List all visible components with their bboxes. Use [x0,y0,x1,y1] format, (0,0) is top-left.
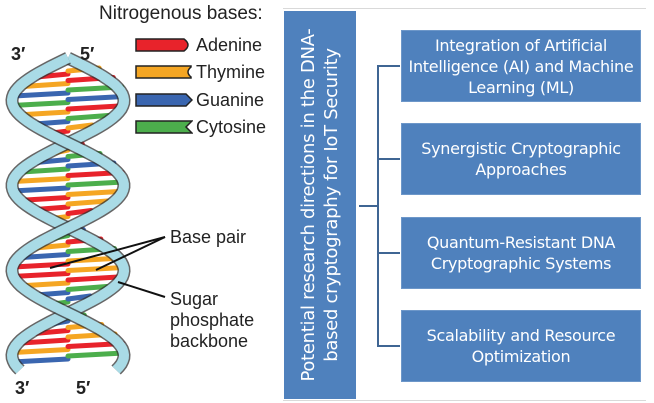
thymine-swatch [135,65,192,79]
base-pair-segment [11,90,71,99]
base-pair-leader-1 [49,236,166,269]
root-node: Potential research directions in the DNA… [284,11,356,399]
base-pair-leader-2 [95,236,166,271]
base-pair-segment [65,208,94,216]
legend-label: Thymine [196,61,266,82]
base-pair-segment [9,185,71,194]
child-node-text: Synergistic Cryptographic Approaches [421,139,621,179]
backbone-strand-2 [6,53,130,374]
dna-double-helix-figure: Nitrogenous bases: Adenine Thymine Guani… [0,0,282,403]
strand-end-bottom-left: 3′ [15,378,30,398]
child-node-scalability: Scalability and Resource Optimization [401,310,641,382]
child-node-text: Integration of Artificial Intelligence (… [408,35,634,97]
base-pair-segment [9,100,71,108]
dna-helix-illustration [5,52,166,375]
base-pair-segment [9,271,71,279]
backbone-leader [117,281,166,298]
backbone-label-line-1: Sugar [170,289,219,309]
legend-label: Cytosine [196,116,267,137]
base-pair-segment [9,356,71,365]
legend-item-cytosine: Cytosine [135,117,266,137]
base-pair-segment [65,94,127,102]
child-node-ai-ml: Integration of Artificial Intelligence (… [401,30,641,102]
connector-lines [359,65,400,347]
base-pair-segment [10,347,71,355]
research-directions-diagram: Potential research directions in the DNA… [283,8,646,401]
base-pair-segment [19,252,71,260]
base-pair-segment [65,284,109,292]
child-node-quantum-resistant: Quantum-Resistant DNA Cryptographic Syst… [401,217,641,289]
base-pair-segment [65,274,121,283]
base-pair-label: Base pair [170,227,247,247]
base-pair-segment [11,261,71,270]
legend-item-guanine: Guanine [135,90,264,110]
callout-leader-lines [49,236,166,298]
adenine-swatch [135,38,189,52]
legend-item-adenine: Adenine [135,35,262,55]
base-pair-segment [65,179,127,188]
cytosine-swatch [135,120,193,134]
backbone-label: Sugar phosphate backbone [170,289,254,352]
strand-end-top-right: 5′ [80,44,95,64]
base-pair-segment [65,103,122,112]
child-node-text: Scalability and Resource Optimization [426,326,616,366]
base-pair-segment [19,166,71,175]
backbone-label-line-2: phosphate [170,310,255,330]
strand-end-top-left: 3′ [11,44,26,64]
child-node-synergistic: Synergistic Cryptographic Approaches [401,123,641,195]
legend-item-thymine: Thymine [135,62,265,82]
backbone-label-line-3: backbone [170,331,249,351]
base-pair-segment [65,198,110,207]
base-pair-segment [65,122,95,131]
legend-label: Guanine [196,89,265,110]
base-pair-segment [18,337,71,346]
base-pair-segment [65,113,111,121]
base-pair-segment [20,81,71,89]
legend-label: Adenine [196,34,263,55]
child-node-text: Quantum-Resistant DNA Cryptographic Syst… [426,233,616,273]
base-pair-segment [11,176,71,184]
legend-title: Nitrogenous bases: [99,3,263,24]
sugar-phosphate-backbones [5,52,131,375]
strand-end-bottom-right: 5′ [76,378,91,398]
base-pair-segment [65,350,127,359]
base-pair-segment [65,293,93,302]
backbone-strand-1 [6,53,130,374]
guanine-swatch [135,93,193,107]
base-pair-segment [65,189,122,197]
